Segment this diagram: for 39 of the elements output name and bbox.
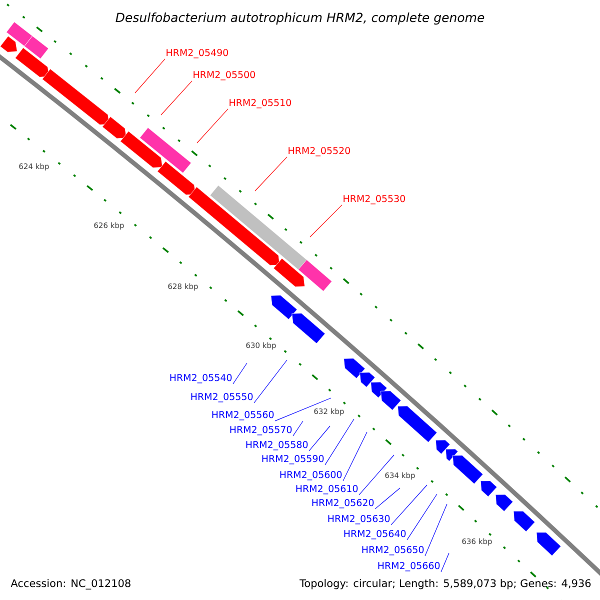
gene-label: HRM2_05600 (280, 470, 342, 480)
gene-label: HRM2_05640 (344, 530, 406, 540)
gene-label: HRM2_05660 (378, 562, 440, 572)
gene-label: HRM2_05630 (328, 514, 390, 524)
leader-line (232, 362, 248, 384)
gene-label: HRM2_05580 (246, 440, 308, 450)
leader-line (308, 426, 330, 452)
leader-line (134, 58, 166, 94)
gene-label: HRM2_05490 (166, 48, 228, 58)
leader-line (254, 156, 288, 192)
leader-line (390, 484, 428, 526)
gene-label: HRM2_05650 (362, 546, 424, 556)
leader-line (440, 552, 450, 572)
gene-label: HRM2_05500 (194, 70, 256, 80)
leader-line (254, 360, 288, 404)
leader-line (424, 504, 448, 556)
gene-label: HRM2_05520 (288, 146, 350, 156)
gene-label: HRM2_05510 (230, 98, 292, 108)
gene-label: HRM2_05570 (230, 426, 292, 436)
gene-label: HRM2_05610 (296, 484, 358, 494)
title: Desulfobacterium autotrophicum HRM2, complete genome (116, 12, 484, 25)
gene-label: HRM2_05620 (312, 498, 374, 508)
gene-label: HRM2_05540 (170, 374, 232, 384)
info-text: Accession: NC_012108 (10, 579, 130, 590)
leader-line (274, 398, 332, 422)
leader-line (310, 204, 342, 238)
gene-label: HRM2_05590 (262, 454, 324, 464)
leader-line (342, 432, 368, 482)
gene-label: HRM2_05530 (344, 194, 406, 204)
leader-line (292, 420, 304, 436)
leader-line (358, 454, 394, 496)
leader-line (196, 108, 228, 144)
leader-line (160, 80, 192, 116)
leader-line (406, 494, 438, 540)
gene-label: HRM2_05550 (191, 392, 253, 402)
info-text: Topology: circular; Length: 5,589,073 bp; Genes: 4,936 (300, 579, 591, 590)
gene-label: HRM2_05560 (212, 410, 274, 420)
leader-line (374, 488, 400, 510)
leader-line (324, 418, 354, 466)
